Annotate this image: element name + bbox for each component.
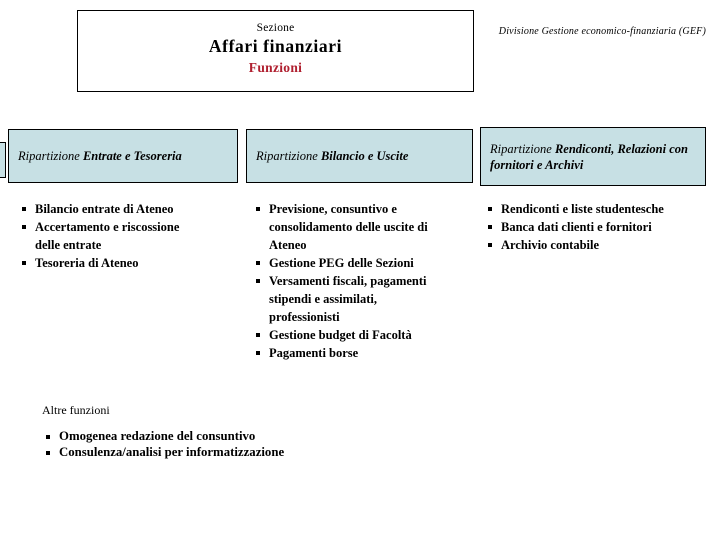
department-name: Bilancio e Uscite [320, 149, 409, 163]
list-item: Previsione, consuntivo e consolidamento … [256, 200, 434, 254]
list-item: Gestione PEG delle Sezioni [256, 254, 434, 272]
other-functions-list: Omogenea redazione del consuntivo Consul… [46, 429, 476, 460]
bullet-icon [256, 351, 260, 355]
bullet-icon [488, 243, 492, 247]
list-item-text: Banca dati clienti e fornitori [501, 220, 652, 234]
department-header: Ripartizione Entrate e Tesoreria [18, 148, 182, 164]
list-item-text: Tesoreria di Ateneo [35, 256, 139, 270]
clipped-box-edge [0, 142, 6, 178]
list-item: Consulenza/analisi per informatizzazione [46, 445, 476, 461]
list-item: Omogenea redazione del consuntivo [46, 429, 476, 445]
list-item: Tesoreria di Ateneo [22, 254, 202, 272]
function-list-entrate-tesoreria: Bilancio entrate di Ateneo Accertamento … [22, 200, 202, 272]
bullet-icon [256, 261, 260, 265]
list-item-text: Archivio contabile [501, 238, 600, 252]
bullet-icon [22, 225, 26, 229]
list-item: Archivio contabile [488, 236, 708, 254]
department-prefix: Ripartizione [490, 141, 552, 156]
subtitle-funzioni: Funzioni [248, 60, 303, 75]
department-name: Rendiconti, Relazioni con fornitori e Ar… [490, 141, 688, 172]
list-item: Versamenti fiscali, pagamenti stipendi e… [256, 272, 434, 326]
bullet-icon [22, 207, 26, 211]
list-item-text: Previsione, consuntivo e consolidamento … [269, 202, 428, 252]
title-box: Sezione Affari finanziari Funzioni [77, 10, 474, 92]
department-header: Ripartizione Rendiconti, Relazioni con f… [490, 141, 696, 173]
bullet-icon [488, 225, 492, 229]
section-label: Sezione [256, 22, 295, 34]
list-item-text: Omogenea redazione del consuntivo [59, 429, 256, 443]
other-functions-label: Altre funzioni [42, 403, 110, 417]
bullet-icon [256, 207, 260, 211]
function-list-rendiconti-archivi: Rendiconti e liste studentesche Banca da… [488, 200, 708, 254]
list-item-text: Rendiconti e liste studentesche [501, 202, 664, 216]
bullet-icon [488, 207, 492, 211]
bullet-icon [46, 450, 50, 455]
list-item: Accertamento e riscossione delle entrate [22, 218, 202, 254]
list-item-text: Versamenti fiscali, pagamenti stipendi e… [269, 274, 427, 324]
department-box-entrate-tesoreria: Ripartizione Entrate e Tesoreria [8, 129, 238, 183]
division-label: Divisione Gestione economico-finanziaria… [498, 26, 706, 37]
bullet-icon [256, 333, 260, 337]
department-header: Ripartizione Bilancio e Uscite [256, 148, 408, 164]
bullet-icon [46, 435, 50, 439]
department-name: Entrate e Tesoreria [82, 149, 182, 163]
department-box-bilancio-uscite: Ripartizione Bilancio e Uscite [246, 129, 473, 183]
bullet-icon [22, 261, 26, 265]
list-item-text: Gestione PEG delle Sezioni [269, 256, 414, 270]
list-item-text: Consulenza/analisi per informatizzazione [59, 444, 285, 459]
list-item-text: Bilancio entrate di Ateneo [35, 202, 174, 216]
list-item: Rendiconti e liste studentesche [488, 200, 708, 218]
list-item: Gestione budget di Facoltà [256, 326, 434, 344]
page-title: Affari finanziari [208, 36, 343, 56]
list-item-text: Gestione budget di Facoltà [269, 328, 412, 342]
list-item: Banca dati clienti e fornitori [488, 218, 708, 236]
department-prefix: Ripartizione [18, 149, 80, 163]
function-list-bilancio-uscite: Previsione, consuntivo e consolidamento … [256, 200, 434, 362]
bullet-icon [256, 279, 260, 283]
list-item: Pagamenti borse [256, 344, 434, 362]
list-item: Bilancio entrate di Ateneo [22, 200, 202, 218]
department-box-rendiconti-archivi: Ripartizione Rendiconti, Relazioni con f… [480, 127, 706, 186]
department-prefix: Ripartizione [256, 149, 318, 163]
list-item-text: Accertamento e riscossione delle entrate [35, 220, 180, 252]
list-item-text: Pagamenti borse [269, 346, 359, 360]
